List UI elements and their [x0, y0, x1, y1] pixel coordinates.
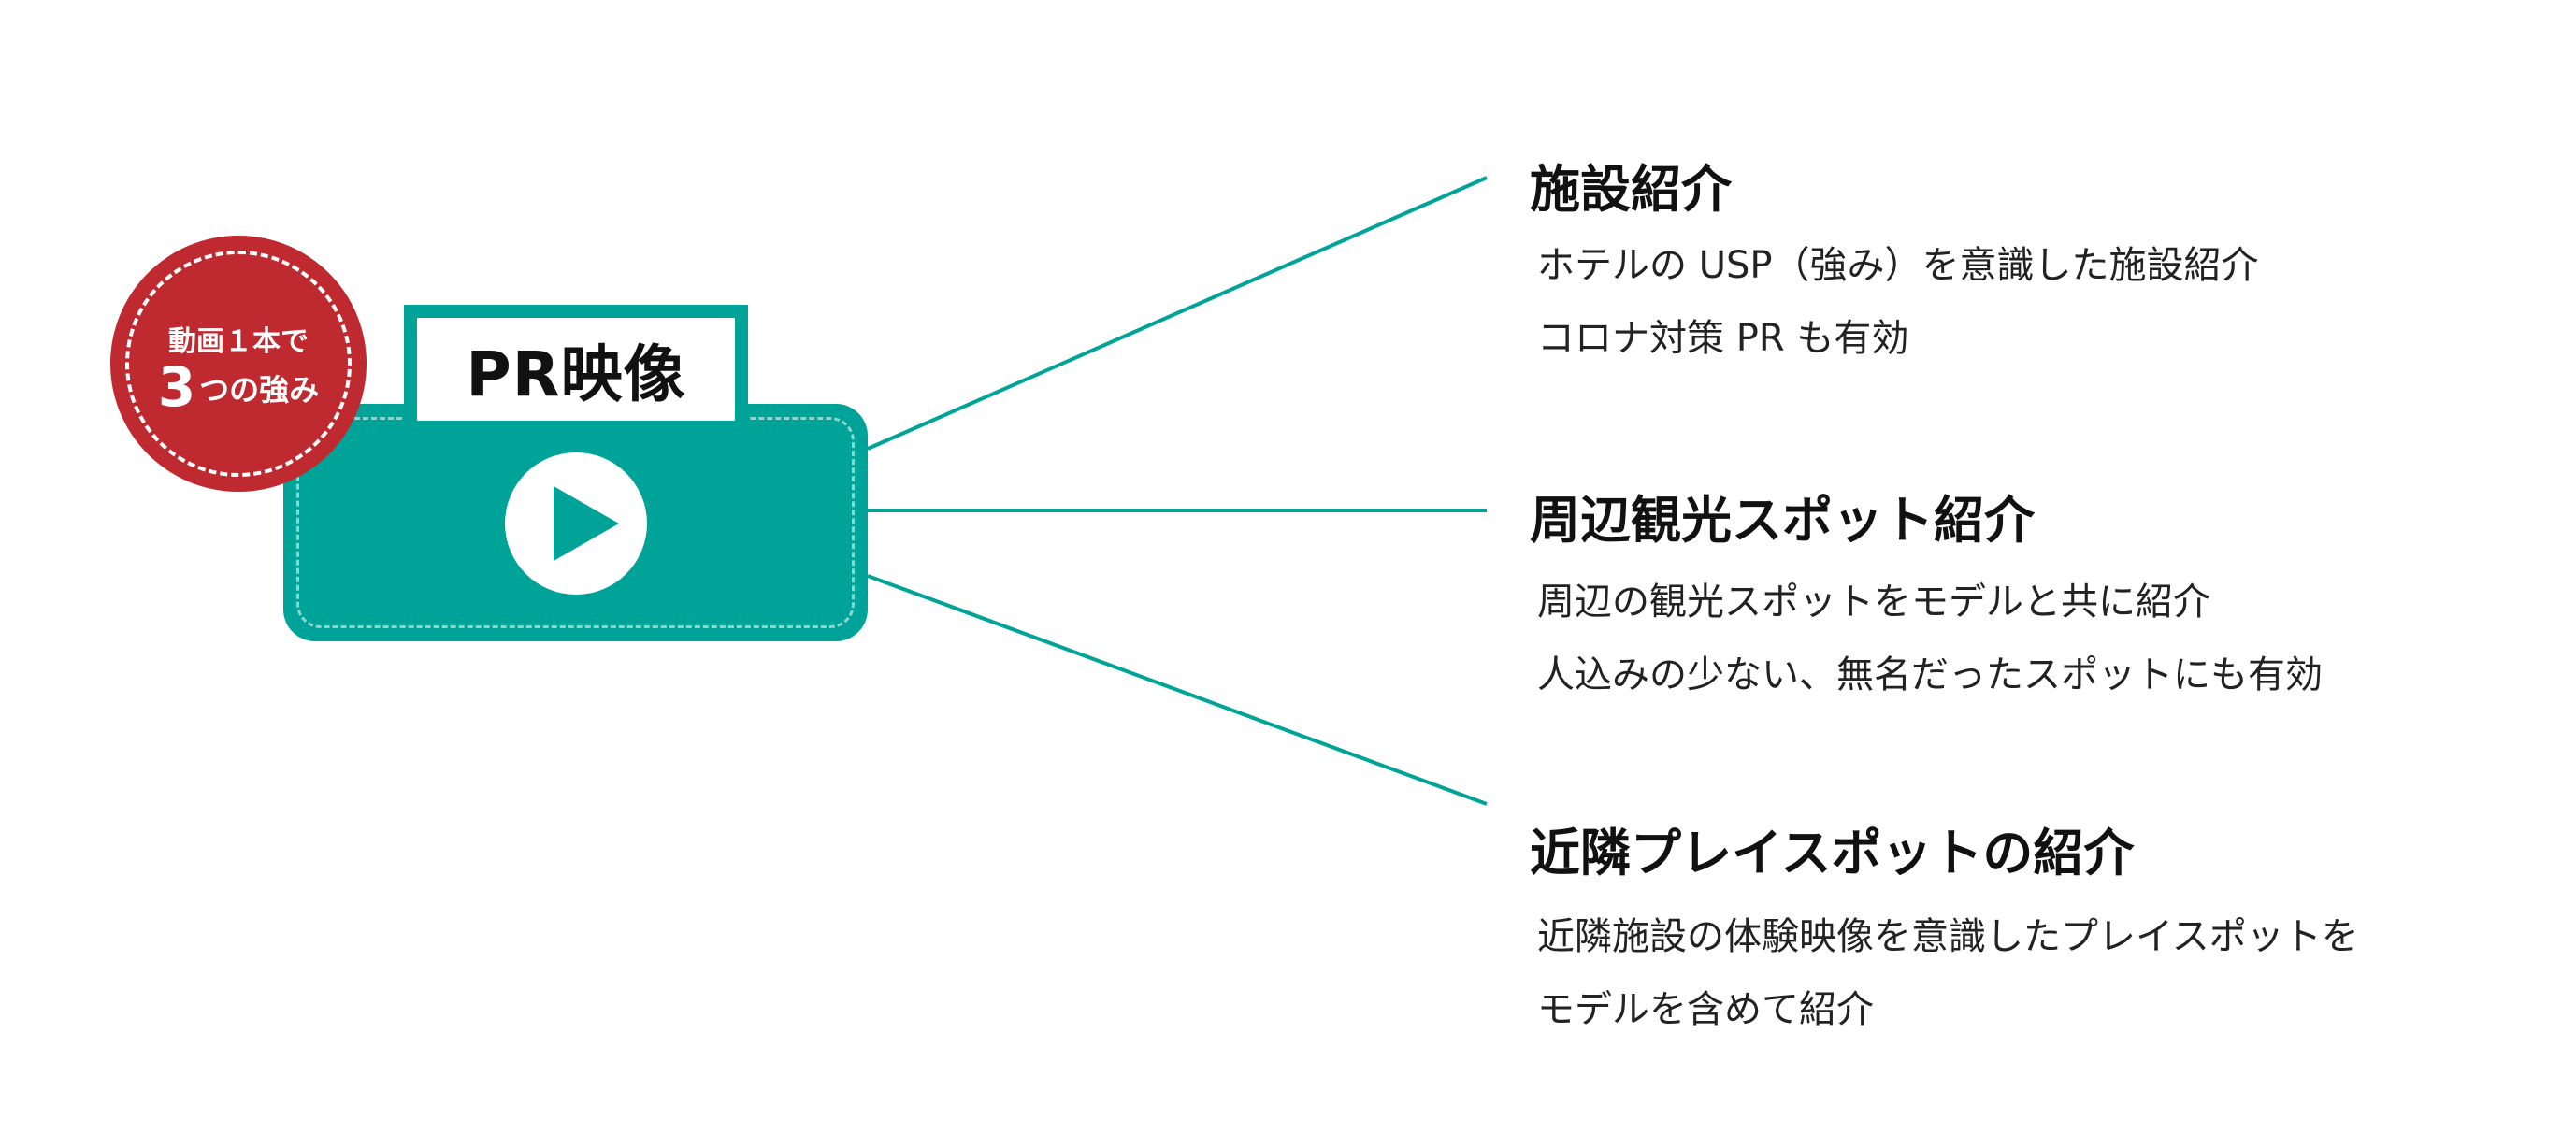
feature-heading: 施設紹介 — [1530, 160, 1732, 219]
connector-line-1 — [867, 176, 1488, 451]
feature-item-play-spot: 近隣プレイスポットの紹介 近隣施設の体験映像を意識したプレイスポットを モデルを… — [1530, 811, 2359, 1046]
feature-item-sightseeing: 周辺観光スポット紹介 周辺の観光スポットをモデルと共に紹介 人込みの少ない、無名… — [1530, 479, 2323, 711]
badge-number: 3 — [157, 355, 196, 419]
feature-heading: 近隣プレイスポットの紹介 — [1530, 824, 2135, 883]
video-title-tab: PR映像 — [404, 305, 748, 434]
feature-description: 人込みの少ない、無名だったスポットにも有効 — [1537, 653, 2323, 696]
feature-description: ホテルの USP（強み）を意識した施設紹介 — [1537, 244, 2259, 287]
video-title: PR映像 — [466, 338, 686, 410]
feature-heading: 周辺観光スポット紹介 — [1530, 491, 2035, 550]
play-triangle — [554, 486, 619, 561]
play-icon[interactable] — [505, 452, 647, 595]
connector-line-3 — [867, 574, 1488, 806]
feature-description: モデルを含めて紹介 — [1537, 988, 1874, 1031]
feature-description: 周辺の観光スポットをモデルと共に紹介 — [1537, 581, 2210, 624]
feature-item-facility: 施設紹介 ホテルの USP（強み）を意識した施設紹介 コロナ対策 PR も有効 — [1530, 148, 2259, 375]
badge-line-2-text: つの強み — [199, 372, 320, 408]
feature-description: コロナ対策 PR も有効 — [1537, 317, 1909, 360]
badge-line-1: 動画１本で — [168, 325, 309, 358]
video-card — [283, 404, 868, 641]
feature-description: 近隣施設の体験映像を意識したプレイスポットを — [1537, 915, 2359, 958]
badge-dashed-ring — [125, 251, 352, 477]
